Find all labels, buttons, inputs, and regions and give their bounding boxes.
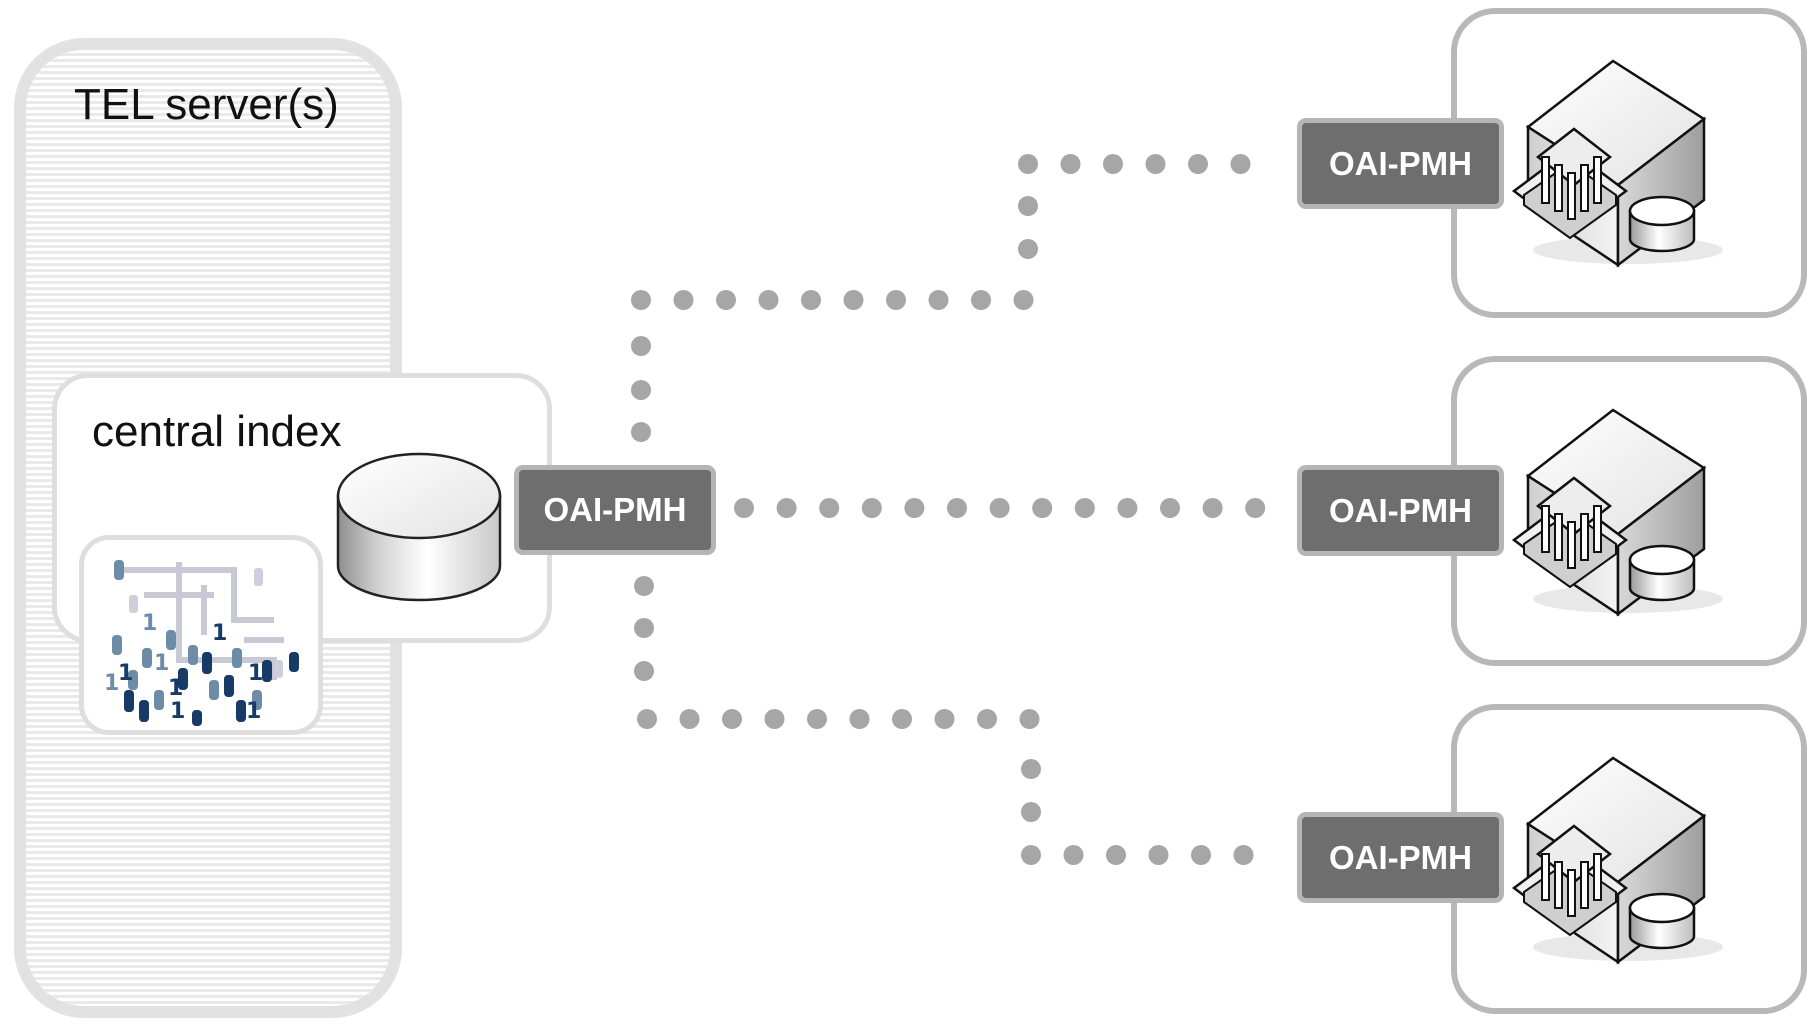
svg-text:1: 1 (154, 651, 169, 676)
repository-oai-pmh-badge-1: OAI-PMH (1297, 118, 1504, 209)
central-index-title: central index (92, 407, 342, 456)
tel-server-title: TEL server(s) (74, 80, 339, 129)
svg-text:1: 1 (168, 676, 183, 701)
svg-text:1: 1 (142, 611, 157, 636)
database-icon (336, 452, 502, 602)
svg-text:1: 1 (170, 699, 185, 724)
svg-text:1: 1 (212, 621, 227, 646)
repository-oai-pmh-badge-2: OAI-PMH (1297, 465, 1504, 556)
svg-text:1: 1 (246, 699, 261, 724)
repository-oai-pmh-badge-3: OAI-PMH (1297, 812, 1504, 903)
library-building-icon (1511, 408, 1723, 617)
central-oai-pmh-badge: OAI-PMH (514, 465, 716, 555)
svg-text:1: 1 (248, 661, 263, 686)
svg-text:1: 1 (118, 661, 133, 686)
data-thumbnail-frame: 1 1 1 1 1 1 1 1 1 (79, 535, 323, 735)
svg-text:1: 1 (104, 671, 119, 696)
library-building-icon (1511, 756, 1723, 965)
data-network-icon: 1 1 1 1 1 1 1 1 1 (104, 560, 299, 726)
library-building-icon (1511, 59, 1723, 268)
